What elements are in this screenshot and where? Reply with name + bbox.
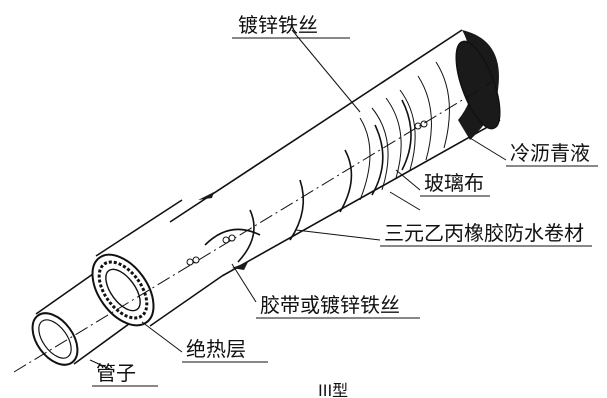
label-insulation: 绝热层 <box>186 337 246 361</box>
label-cold-asphalt: 冷沥青液 <box>510 141 590 165</box>
asphalt-end-cap <box>455 30 501 140</box>
label-pipe: 管子 <box>96 361 136 385</box>
label-tape-or-wire: 胶带或镀锌铁丝 <box>260 293 400 317</box>
label-underlines <box>92 37 598 387</box>
tape-bands <box>198 192 248 270</box>
insulation-layer <box>91 199 223 327</box>
leader-lines <box>89 29 507 371</box>
label-glass-cloth: 玻璃布 <box>424 171 484 195</box>
pipe-tube <box>31 261 149 366</box>
label-epdm-membrane: 三元乙丙橡胶防水卷材 <box>384 221 584 245</box>
label-type: III型 <box>318 381 348 398</box>
center-axis <box>13 81 493 373</box>
label-galvanized-wire-top: 镀锌铁丝 <box>238 13 318 37</box>
